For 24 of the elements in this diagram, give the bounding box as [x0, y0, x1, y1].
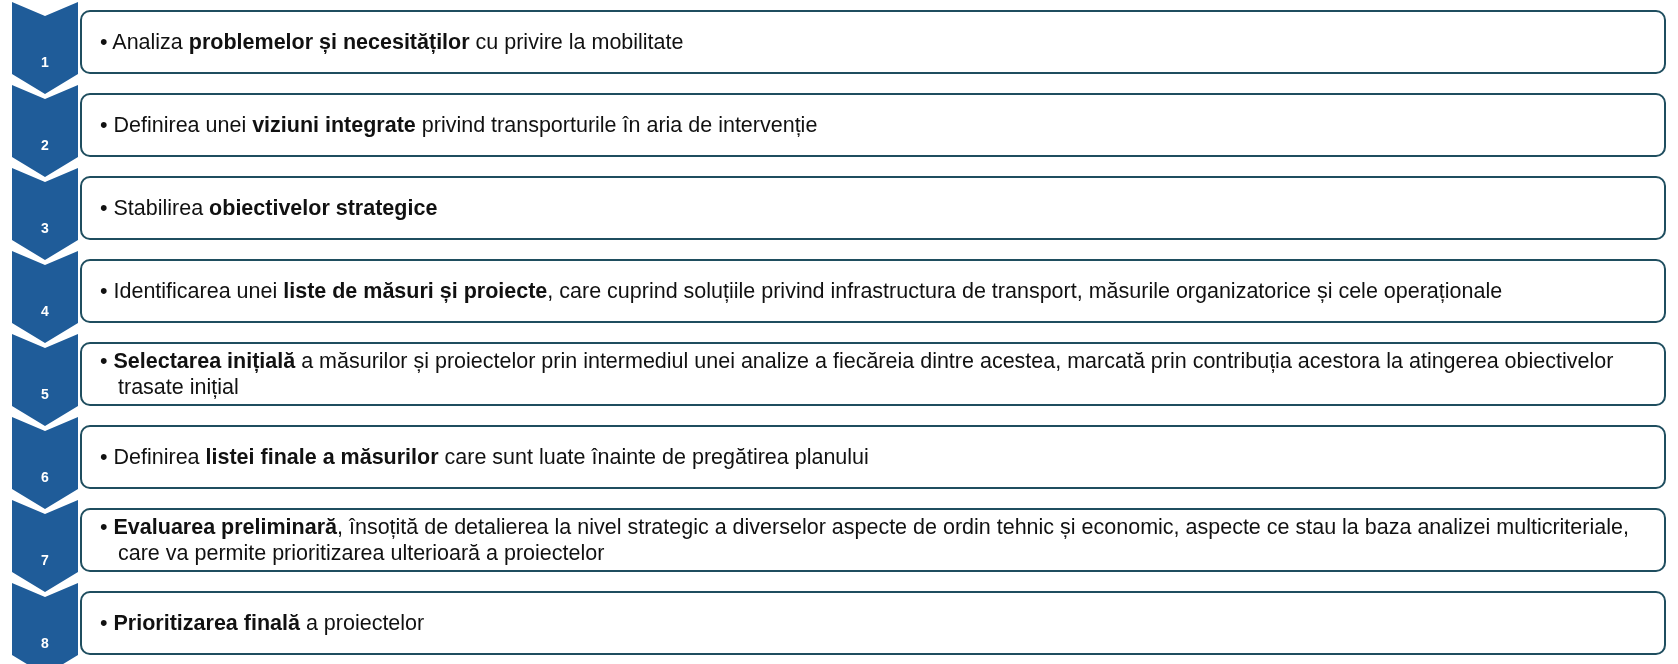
step-number: 6	[40, 469, 50, 485]
step-number: 4	[40, 303, 50, 319]
step-box	[80, 93, 1666, 157]
step-box	[80, 259, 1666, 323]
step-number: 8	[40, 635, 50, 651]
step-box	[80, 342, 1666, 406]
step-box	[80, 10, 1666, 74]
step-text: • Prioritizarea finală a proiectelor	[99, 610, 426, 636]
step-text: • Identificarea unei liste de măsuri și proiecte, care cuprind soluțiile privind infrastructura de transport, măsurile organizatorice și cele operaționale	[99, 278, 1504, 304]
step-text: • Analiza problemelor și necesităților cu privire la mobilitate	[99, 29, 685, 55]
step-box	[80, 425, 1666, 489]
step-box	[80, 176, 1666, 240]
step-text: • Evaluarea preliminară, însoțită de detalierea la nivel strategic a diverselor aspecte de ordin tehnic și economic, aspecte ce stau la baza analizei multicriteriale, care va permite prioritizarea ulterioară a proiectelor	[99, 514, 1630, 566]
step-number: 2	[40, 137, 50, 153]
step-text: • Definirea listei finale a măsurilor care sunt luate înainte de pregătirea planului	[99, 444, 870, 470]
step-text: • Definirea unei viziuni integrate privind transporturile în aria de intervenție	[99, 112, 819, 138]
step-number: 7	[40, 552, 50, 568]
step-text: • Selectarea inițială a măsurilor și proiectelor prin intermediul unei analize a fiecăreia dintre acestea, marcată prin contribuția acestora la atingerea obiectivelor trasate inițial	[99, 348, 1615, 400]
step-number: 1	[40, 54, 50, 70]
step-text: • Stabilirea obiectivelor strategice	[99, 195, 439, 221]
step-number: 3	[40, 220, 50, 236]
step-number: 5	[40, 386, 50, 402]
step-box	[80, 508, 1666, 572]
step-box	[80, 591, 1666, 655]
